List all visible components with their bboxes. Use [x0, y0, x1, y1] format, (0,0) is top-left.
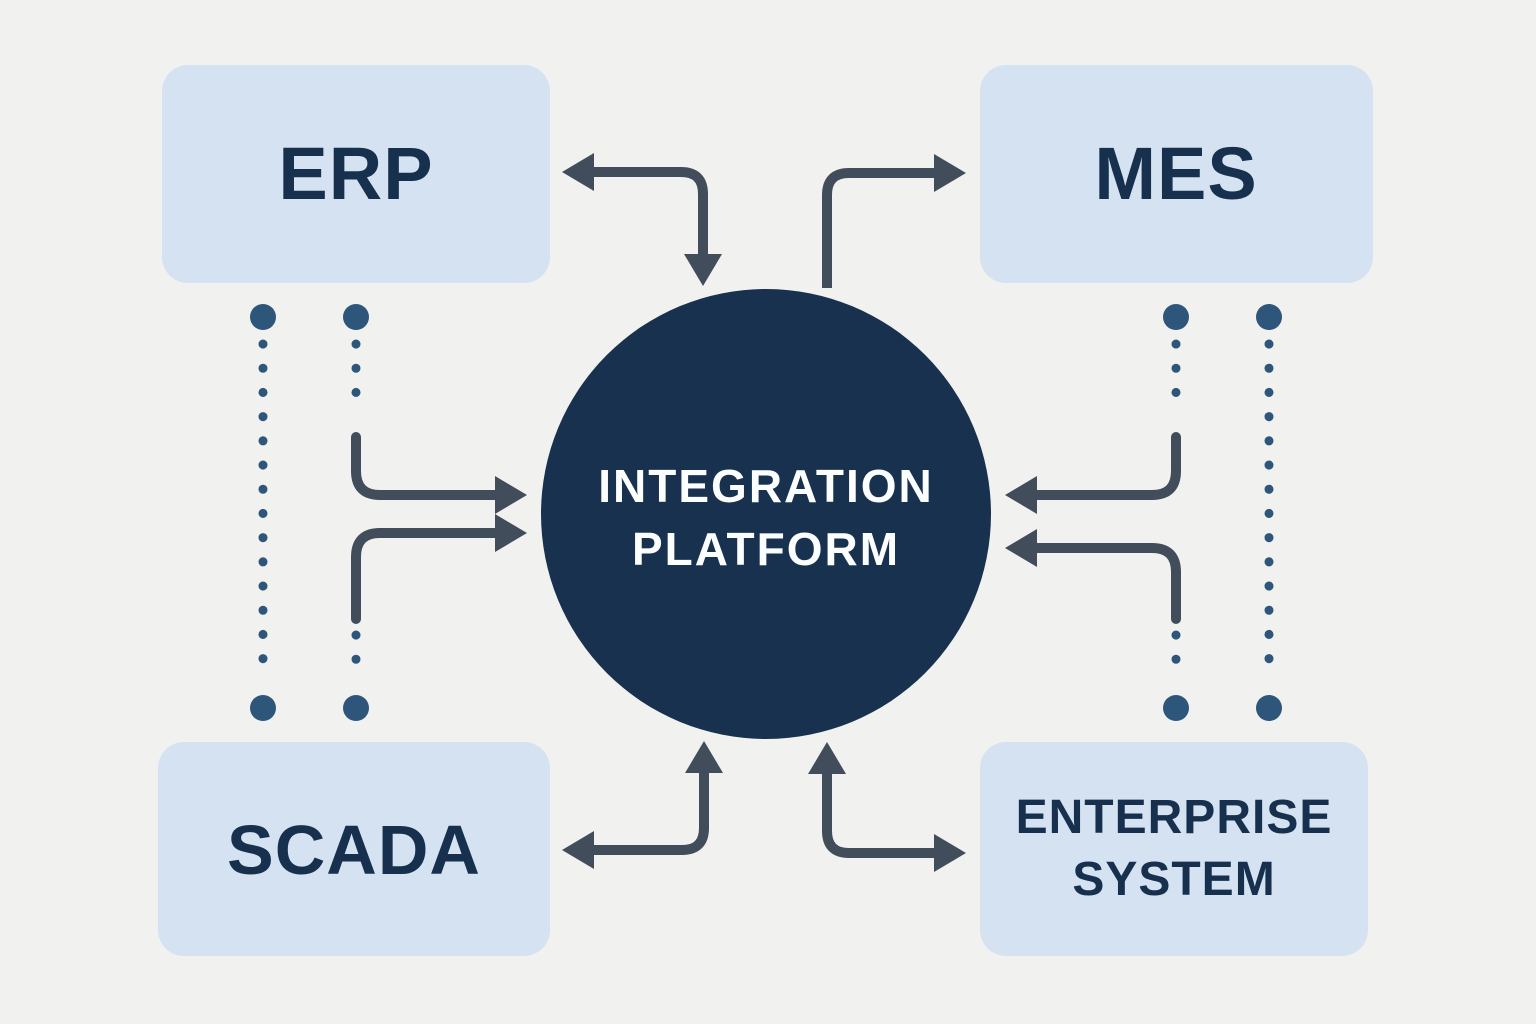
arrow-shaft: [351, 432, 501, 500]
hub-circle: [541, 289, 991, 739]
dotted-link-left-outer: [250, 304, 276, 721]
arrowhead-right-icon: [495, 514, 527, 552]
hub-label-line2: PLATFORM: [632, 523, 900, 575]
arrow-enterprise-hub-bidirectional: [808, 742, 966, 872]
arrowhead-left-icon: [562, 831, 594, 869]
node-scada: SCADA: [158, 742, 550, 956]
arrow-shaft: [822, 168, 936, 288]
node-erp-box: [162, 65, 550, 283]
arrowhead-left-icon: [1005, 476, 1037, 514]
node-enterprise-system-label-line1: ENTERPRISE: [1016, 791, 1333, 844]
arrow-shaft: [585, 167, 708, 261]
dotted-link-end-dot: [343, 304, 369, 330]
node-scada-label: SCADA: [227, 811, 481, 889]
arrowhead-left-icon: [1005, 529, 1037, 567]
dotted-link-end-dot: [250, 304, 276, 330]
dotted-link-end-dot: [1256, 695, 1282, 721]
dotted-link-right-inner: [1163, 304, 1189, 721]
arrow-scada-hub-bidirectional: [562, 741, 723, 869]
node-mes-box: [980, 65, 1373, 283]
arrowhead-right-icon: [934, 154, 966, 192]
arrow-shaft: [1031, 432, 1181, 500]
arrow-shaft: [1031, 543, 1181, 624]
arrow-left-lower-into-hub: [351, 514, 527, 624]
dotted-link-end-dot: [343, 695, 369, 721]
dotted-link-end-dot: [1163, 304, 1189, 330]
node-erp: ERP: [162, 65, 550, 283]
arrowhead-up-icon: [685, 741, 723, 773]
hub-label-line1: INTEGRATION: [598, 460, 933, 512]
dotted-link-left-inner: [343, 304, 369, 721]
arrow-right-upper-into-hub: [1005, 432, 1181, 514]
arrowhead-up-icon: [808, 742, 846, 774]
arrow-hub-to-mes: [822, 154, 966, 288]
arrowhead-right-icon: [934, 834, 966, 872]
node-enterprise-system-label-line2: SYSTEM: [1072, 853, 1275, 906]
arrow-shaft: [587, 765, 709, 855]
arrowhead-left-icon: [562, 153, 594, 191]
arrow-right-lower-into-hub: [1005, 529, 1181, 624]
arrow-shaft: [822, 766, 941, 858]
node-mes-label: MES: [1094, 132, 1257, 215]
node-scada-box: [158, 742, 550, 956]
arrow-left-upper-into-hub: [351, 432, 527, 514]
dotted-link-end-dot: [1256, 304, 1282, 330]
dotted-link-right-outer: [1256, 304, 1282, 721]
node-enterprise-system-box: [980, 742, 1368, 956]
arrowhead-down-icon: [684, 254, 722, 286]
dotted-link-end-dot: [1163, 695, 1189, 721]
arrowhead-right-icon: [495, 476, 527, 514]
node-mes: MES: [980, 65, 1373, 283]
dotted-link-end-dot: [250, 695, 276, 721]
arrow-shaft: [351, 528, 501, 624]
node-erp-label: ERP: [278, 132, 433, 215]
node-integration-platform: INTEGRATION PLATFORM: [541, 289, 991, 739]
node-enterprise-system: ENTERPRISE SYSTEM: [980, 742, 1368, 956]
arrow-erp-hub-bidirectional: [562, 153, 722, 286]
